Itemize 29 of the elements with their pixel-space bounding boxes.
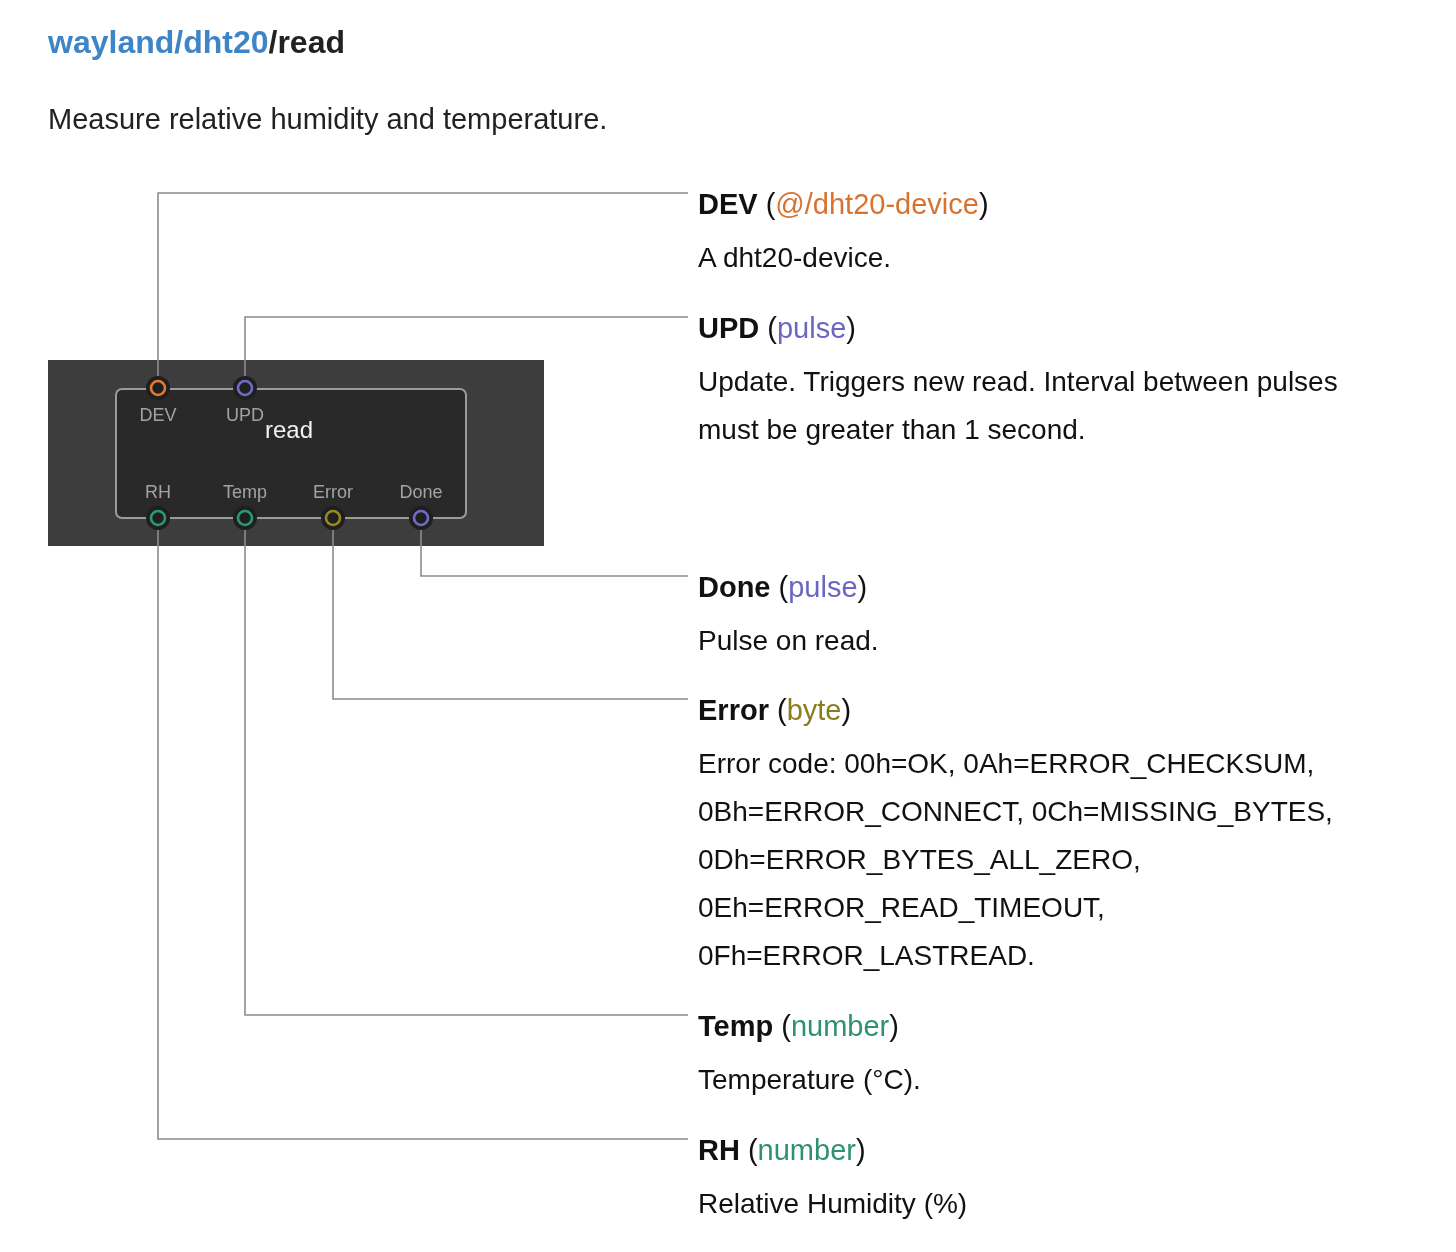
pin-description: A dht20-device.: [698, 241, 893, 275]
canvas-panel: [48, 360, 544, 546]
pin-heading: UPD (pulse): [698, 311, 857, 346]
pin-description: Pulse on read.: [698, 624, 880, 658]
pin-label: UPD: [226, 404, 264, 427]
pin-description: Relative Humidity (%): [698, 1187, 969, 1221]
pin-label: Done: [399, 481, 443, 504]
pin-heading: DEV (@/dht20-device): [698, 187, 990, 222]
pin-heading: Temp (number): [698, 1009, 900, 1044]
pin-description: Update. Triggers new read. Interval between pulses must be greater than 1 second.: [698, 365, 1339, 447]
library-link: wayland/dht20: [48, 24, 269, 60]
pin-description: Error code: 00h=OK, 0Ah=ERROR_CHECKSUM, 0Bh=ERROR_CONNECT, 0Ch=MISSING_BYTES, 0Dh=ERROR_BYTES_ALL_ZERO, 0Eh=ERROR_READ_TIMEOUT, 0Fh=ERROR_LASTREAD.: [698, 747, 1334, 973]
leader-line: [332, 529, 689, 700]
leader-line: [157, 192, 689, 377]
node-title: read: [265, 416, 314, 444]
pin-label: DEV: [139, 404, 177, 427]
pin-heading: Error (byte): [698, 693, 853, 728]
pin-heading: RH (number): [698, 1133, 867, 1168]
leader-line: [244, 529, 689, 1016]
leader-line: [157, 529, 689, 1140]
pin-label: RH: [145, 481, 171, 504]
pin-label: Error: [313, 481, 353, 504]
leader-line: [244, 316, 689, 377]
description-text: Measure relative humidity and temperature.: [48, 102, 608, 137]
page-title: wayland/dht20/read: [48, 23, 345, 62]
pin-label: Temp: [223, 481, 267, 504]
pin-heading: Done (pulse): [698, 570, 869, 605]
leader-line: [420, 529, 689, 577]
pin-description: Temperature (°C).: [698, 1063, 922, 1097]
